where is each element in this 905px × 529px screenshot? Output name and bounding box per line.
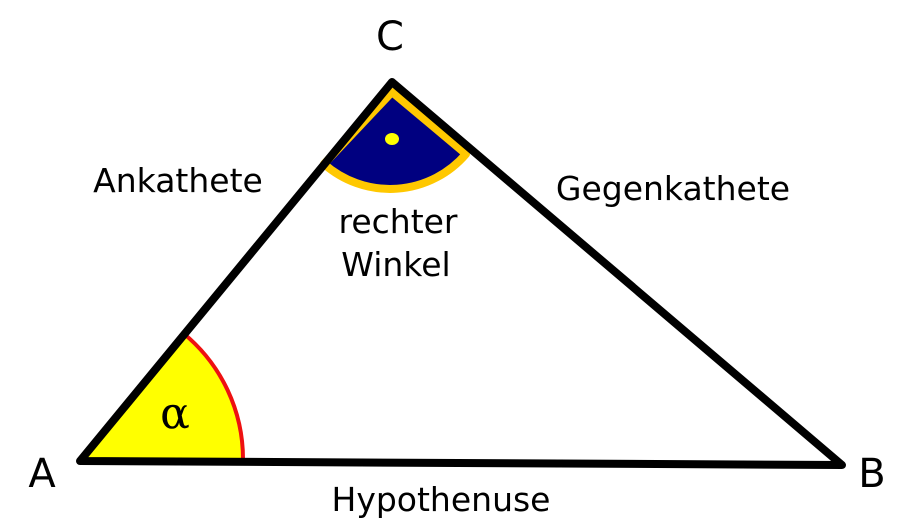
right-angle-label-line2: Winkel (341, 245, 450, 284)
right-angle-label-line1: rechter (338, 202, 457, 241)
alpha-label: α (160, 388, 190, 439)
side-label-adjacent: Ankathete (93, 161, 263, 200)
vertex-label-c: C (376, 14, 404, 60)
right-angle-dot (385, 133, 399, 145)
alpha-angle-sector (78, 331, 246, 463)
vertex-label-b: B (858, 451, 885, 497)
side-label-opposite: Gegenkathete (556, 169, 790, 208)
vertex-label-a: A (28, 451, 56, 497)
side-label-hypotenuse: Hypothenuse (332, 480, 551, 519)
triangle-outline (76, 78, 846, 469)
